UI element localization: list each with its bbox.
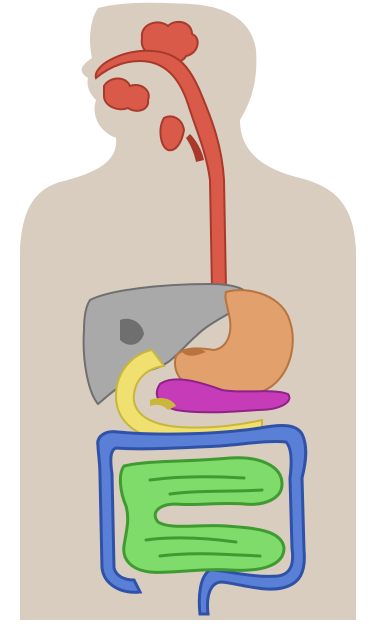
digestive-system-diagram — [0, 0, 380, 627]
diagram-canvas — [0, 0, 380, 627]
